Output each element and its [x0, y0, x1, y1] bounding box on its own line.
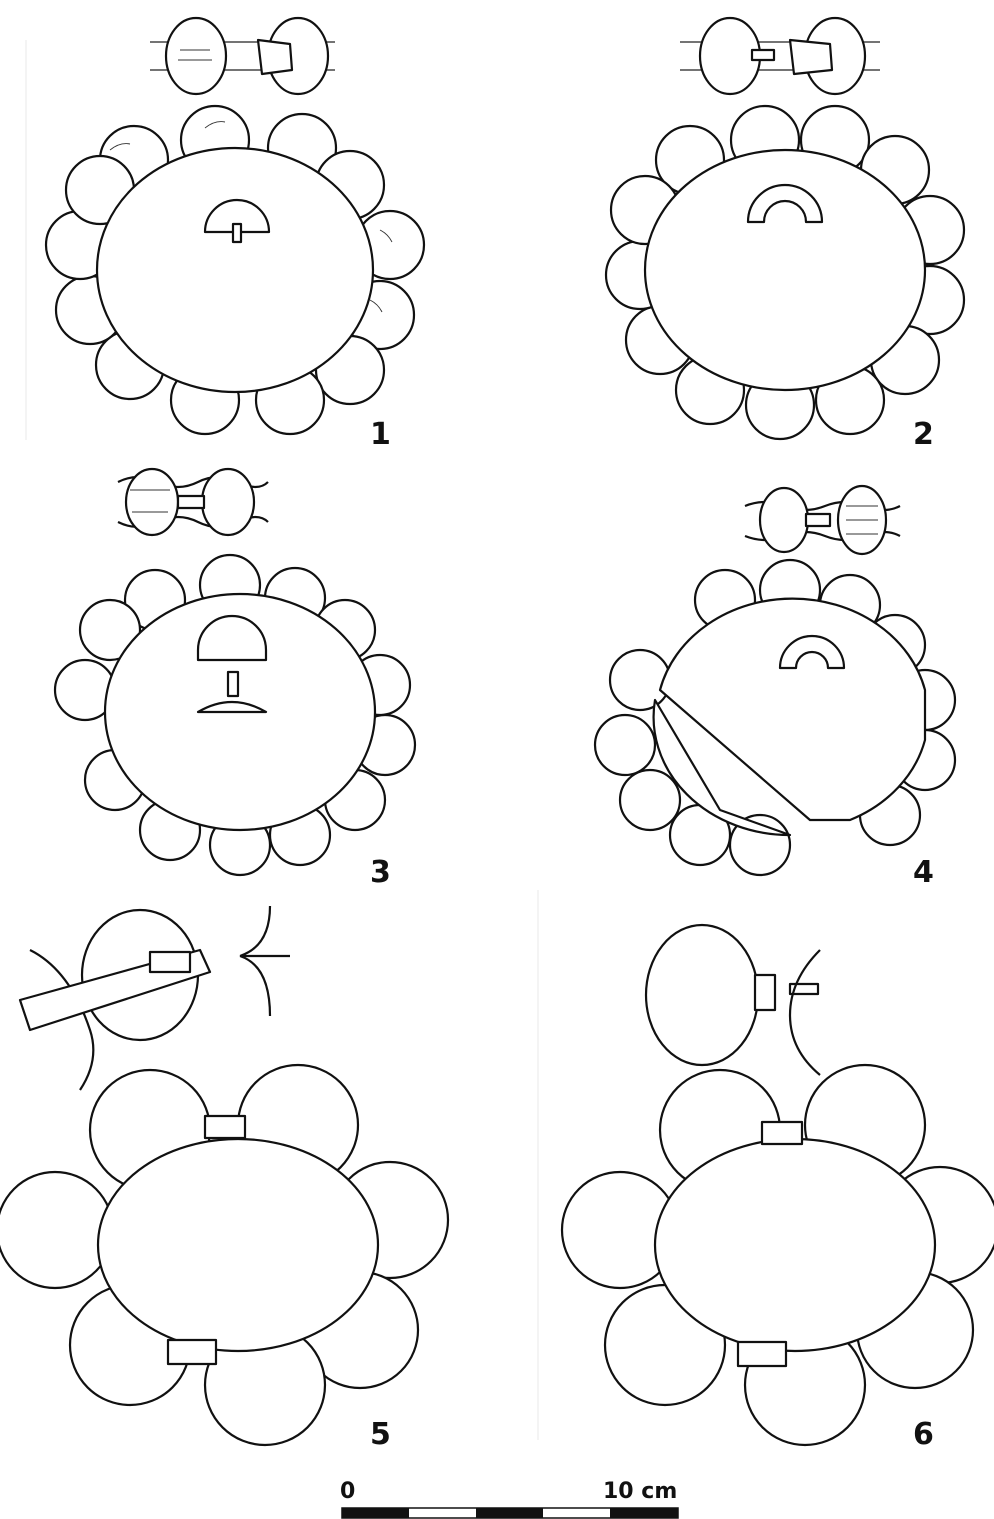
figure-2: 2 [604, 16, 966, 452]
figure-5-side-view [18, 905, 290, 1091]
figure-6-number: 6 [913, 1417, 934, 1452]
figure-6: 6 [560, 923, 994, 1452]
figure-5-number: 5 [370, 1417, 391, 1452]
figure-6-front-view [560, 1063, 994, 1447]
figure-1-side-view [150, 16, 335, 96]
figure-1-number: 1 [370, 417, 391, 452]
figure-5: 5 [0, 905, 450, 1452]
figure-4-number: 4 [913, 855, 934, 890]
scale-bar-segment [476, 1508, 543, 1518]
scale-bar-end-label: 10 cm [603, 1479, 677, 1504]
figure-4-side-view [744, 484, 901, 556]
figure-6-side-view [644, 923, 821, 1076]
scale-bar-segment [610, 1508, 678, 1518]
figure-4-front-view [593, 558, 957, 877]
figure-3: 3 [53, 467, 417, 890]
figure-2-number: 2 [913, 417, 934, 452]
figure-1: 1 [44, 16, 426, 452]
figure-3-number: 3 [370, 855, 391, 890]
scale-bar-segment [342, 1508, 409, 1518]
figure-3-front-view [53, 553, 417, 877]
scale-bar: 0 10 cm [340, 1479, 679, 1519]
figure-5-front-view [0, 1063, 450, 1447]
figure-3-side-view [117, 467, 269, 537]
figure-4: 4 [593, 484, 957, 890]
figure-2-front-view [604, 104, 966, 441]
figure-1-front-view [44, 104, 426, 436]
scale-bar-start-label: 0 [340, 1479, 355, 1504]
figure-2-side-view [680, 16, 880, 96]
